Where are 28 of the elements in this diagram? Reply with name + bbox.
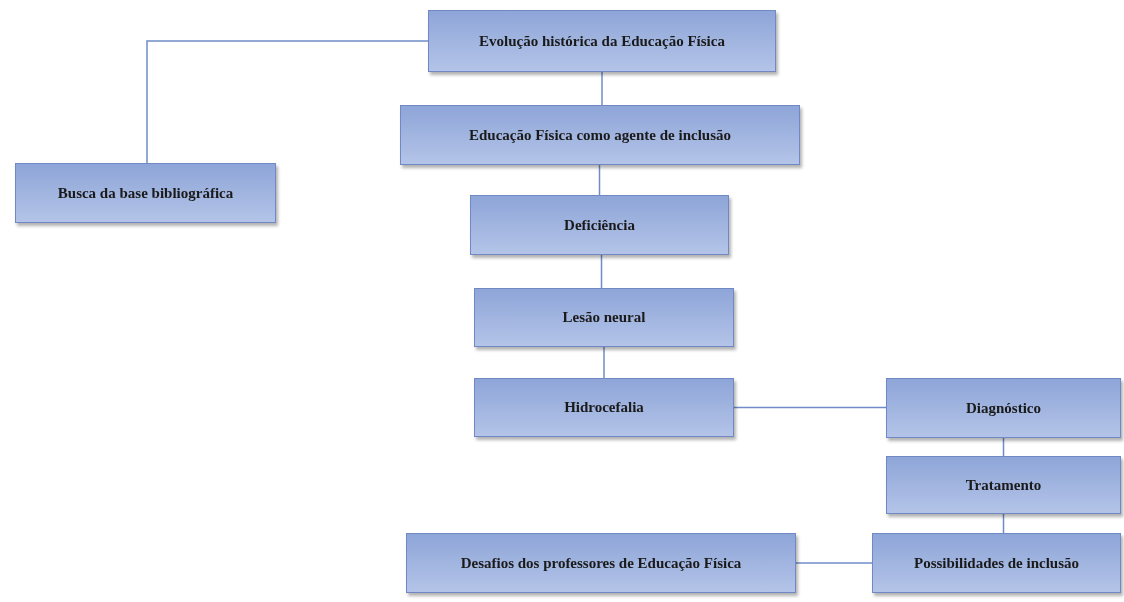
connector-line bbox=[600, 254, 603, 289]
box-label: Lesão neural bbox=[562, 309, 646, 326]
box-label: Diagnóstico bbox=[966, 399, 1041, 417]
connector-line bbox=[598, 164, 601, 196]
box-label: Deficiência bbox=[564, 216, 635, 234]
process-box bbox=[474, 378, 734, 437]
box-label: Educação Física como agente de inclusão bbox=[468, 126, 732, 144]
box-label: Busca da base bibliográfica bbox=[57, 184, 234, 202]
box-label: Desafios dos professores de Educação Física bbox=[460, 554, 742, 572]
process-box bbox=[474, 288, 734, 347]
connector-line bbox=[1002, 513, 1005, 534]
box-label: Tratamento bbox=[965, 476, 1042, 494]
connector-line bbox=[733, 406, 887, 409]
box-label: Evolução histórica da Educação Física bbox=[479, 32, 725, 50]
connector-line bbox=[795, 562, 873, 564]
connector-line bbox=[146, 40, 429, 164]
connector-line bbox=[603, 346, 605, 379]
process-box bbox=[886, 378, 1121, 438]
process-box bbox=[872, 533, 1121, 593]
process-box bbox=[428, 10, 776, 72]
process-box bbox=[886, 456, 1121, 514]
connector-line bbox=[601, 71, 603, 106]
process-box bbox=[406, 533, 796, 593]
process-box bbox=[15, 163, 276, 223]
box-label: Possibilidades de inclusão bbox=[913, 554, 1079, 572]
process-box bbox=[470, 195, 729, 255]
box-label: Hidrocefalia bbox=[564, 399, 644, 416]
process-box bbox=[400, 105, 800, 165]
